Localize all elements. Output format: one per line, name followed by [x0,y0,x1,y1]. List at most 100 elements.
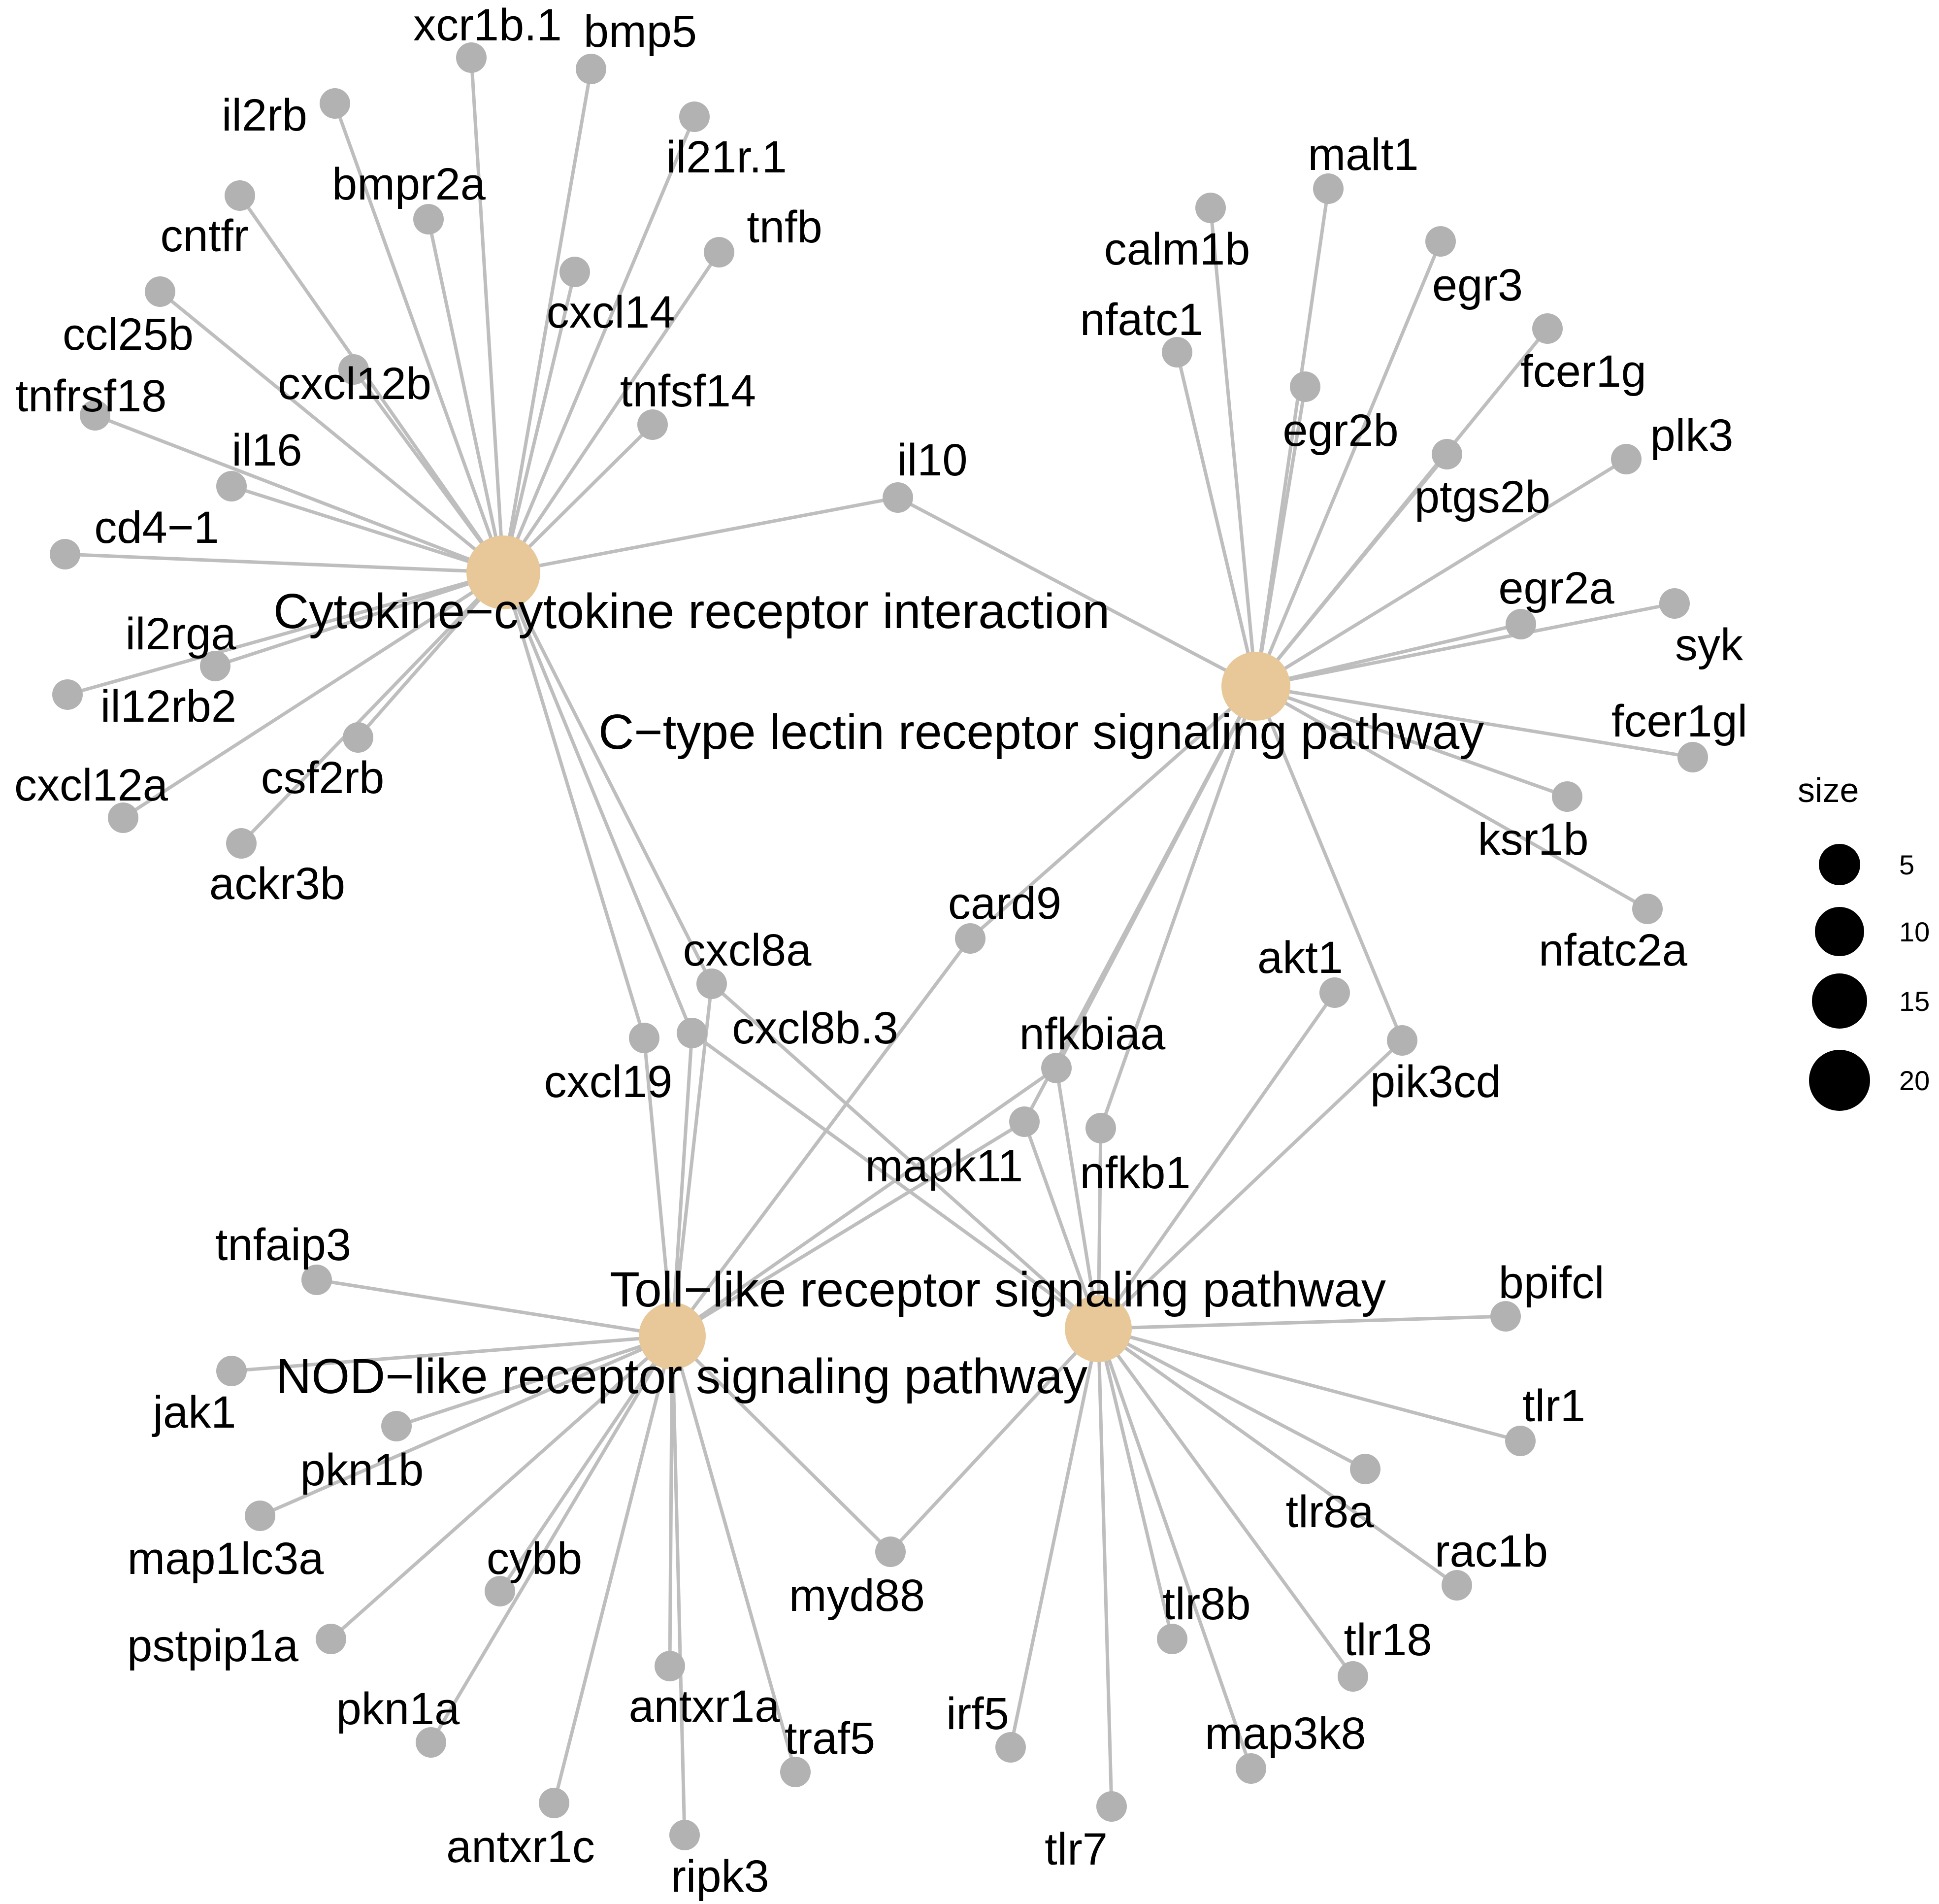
gene-label-nfkbiaa: nfkbiaa [1019,1009,1166,1059]
gene-node-xcr1b1 [456,42,487,73]
edge-nod-jak1 [231,1334,673,1373]
gene-node-tnfrsf18 [80,400,110,431]
gene-node-csf2rb [343,722,373,753]
gene-label-map3k8: map3k8 [1205,1708,1366,1759]
gene-label-rac1b: rac1b [1435,1526,1548,1576]
gene-label-ackr3b: ackr3b [209,859,345,909]
gene-label-calm1b: calm1b [1104,224,1250,274]
gene-label-map1lc3a: map1lc3a [128,1534,325,1584]
edge-nod-card9 [671,937,972,1337]
gene-node-nfkb1 [1085,1113,1116,1143]
gene-label-irf5: irf5 [946,1689,1009,1739]
legend-label-15: 15 [1899,986,1930,1017]
gene-node-fcer1g [1532,313,1563,344]
gene-label-tnfb: tnfb [747,202,822,252]
gene-node-syk [1659,588,1690,619]
edge-cytokine-bmpr2a [427,219,505,573]
gene-node-il2rb [320,88,350,119]
edge-nod-nfkbiaa [671,1067,1058,1337]
gene-label-myd88: myd88 [789,1570,925,1621]
gene-label-il12rb2: il12rb2 [100,681,236,732]
legend-label-20: 20 [1899,1065,1930,1096]
edge-ctype-mapk11 [1022,685,1258,1123]
legend-title: size [1798,771,1859,809]
edge-toll-pik3cd [1097,1039,1404,1330]
gene-label-antxr1a: antxr1a [629,1681,781,1732]
gene-node-mapk11 [1009,1106,1040,1137]
edge-cytokine-bmp5 [501,68,593,573]
gene-node-ackr3b [226,828,257,859]
gene-label-akt1: akt1 [1257,933,1343,983]
gene-node-rac1b [1442,1570,1472,1601]
gene-node-bmp5 [576,54,606,84]
edge-ctype-il10 [897,496,1257,688]
gene-node-plk3 [1611,444,1642,474]
gene-label-pik3cd: pik3cd [1370,1057,1501,1107]
edge-cytokine-cxcl8a [501,571,714,985]
edge-cytokine-il2rga [214,570,504,668]
gene-node-calm1b [1195,193,1226,223]
edge-cytokine-il21r1 [501,116,696,573]
edge-cytokine-cxcl12a [122,571,504,819]
gene-label-ccl25b: ccl25b [63,309,194,360]
edge-ctype-ksr1b [1255,684,1568,799]
gene-label-antxr1c: antxr1c [446,1822,595,1872]
edge-toll-rac1b [1097,1327,1458,1587]
pathway-node-cytokine [466,535,540,609]
edge-cytokine-il2rb [333,102,505,573]
edge-ctype-egr2b [1254,386,1307,687]
gene-label-csf2rb: csf2rb [261,753,385,803]
gene-label-tlr7: tlr7 [1045,1824,1108,1874]
edge-cytokine-cxcl8b3 [501,571,694,1034]
gene-label-il10: il10 [897,435,967,485]
gene-label-nfkb1: nfkb1 [1080,1148,1190,1198]
edge-cytokine-cxcl19 [501,571,646,1039]
gene-label-mapk11: mapk11 [865,1141,1023,1191]
gene-node-tnfaip3 [301,1265,332,1295]
gene-node-cxcl19 [629,1023,659,1053]
gene-node-nfatc1 [1162,337,1192,367]
gene-node-jak1 [216,1356,247,1386]
gene-label-card9: card9 [948,878,1061,929]
gene-label-egr2a: egr2a [1498,563,1614,613]
gene-label-ripk3: ripk3 [671,1851,769,1902]
edge-toll-cxcl8a [710,982,1100,1330]
gene-label-tlr8b: tlr8b [1163,1579,1251,1629]
edge-cytokine-cd4_1 [65,552,504,574]
legend-dot-5 [1819,844,1860,885]
pathway-label-toll: Toll−like receptor signaling pathway [610,1262,1386,1317]
edge-ctype-ptgs2b [1254,453,1448,688]
size-legend: size 5 10 15 20 [1798,771,1930,1111]
gene-node-antxr1c [539,1788,569,1818]
gene-node-cxcl14 [559,257,590,287]
gene-label-syk: syk [1675,620,1743,670]
gene-node-pstpip1a [316,1624,346,1654]
gene-label-cxcl12b: cxcl12b [278,359,431,409]
gene-label-nfatc2a: nfatc2a [1539,925,1688,975]
gene-label-traf5: traf5 [785,1713,875,1764]
edge-cytokine-ackr3b [240,571,505,845]
gene-label-cxcl8b3: cxcl8b.3 [732,1003,898,1053]
edge-toll-nfkbiaa [1054,1068,1100,1329]
edge-cytokine-cxcl12b [352,368,505,574]
gene-label-cxcl12a: cxcl12a [14,760,168,810]
edge-nod-cxcl19 [642,1037,674,1336]
gene-node-cxcl8b3 [677,1018,707,1048]
edge-cytokine-tnfrsf18 [94,413,504,574]
gene-node-nfatc2a [1632,894,1663,924]
edge-nod-pkn1a [429,1335,674,1743]
gene-label-malt1: malt1 [1308,130,1419,180]
edge-ctype-egr3 [1254,240,1443,687]
gene-label-tnfrsf18: tnfrsf18 [16,371,167,421]
gene-label-bmp5: bmp5 [584,6,697,57]
gene-node-nfkbiaa [1041,1053,1072,1083]
gene-label-nfatc1: nfatc1 [1080,295,1204,345]
edge-nod-mapk11 [671,1120,1025,1337]
gene-label-il16: il16 [231,425,302,475]
gene-node-cxcl12a [108,802,138,833]
gene-node-il21r1 [679,101,710,132]
gene-node-tlr8a [1350,1454,1380,1484]
gene-node-irf5 [995,1732,1026,1763]
gene-label-cxcl8a: cxcl8a [683,925,812,975]
